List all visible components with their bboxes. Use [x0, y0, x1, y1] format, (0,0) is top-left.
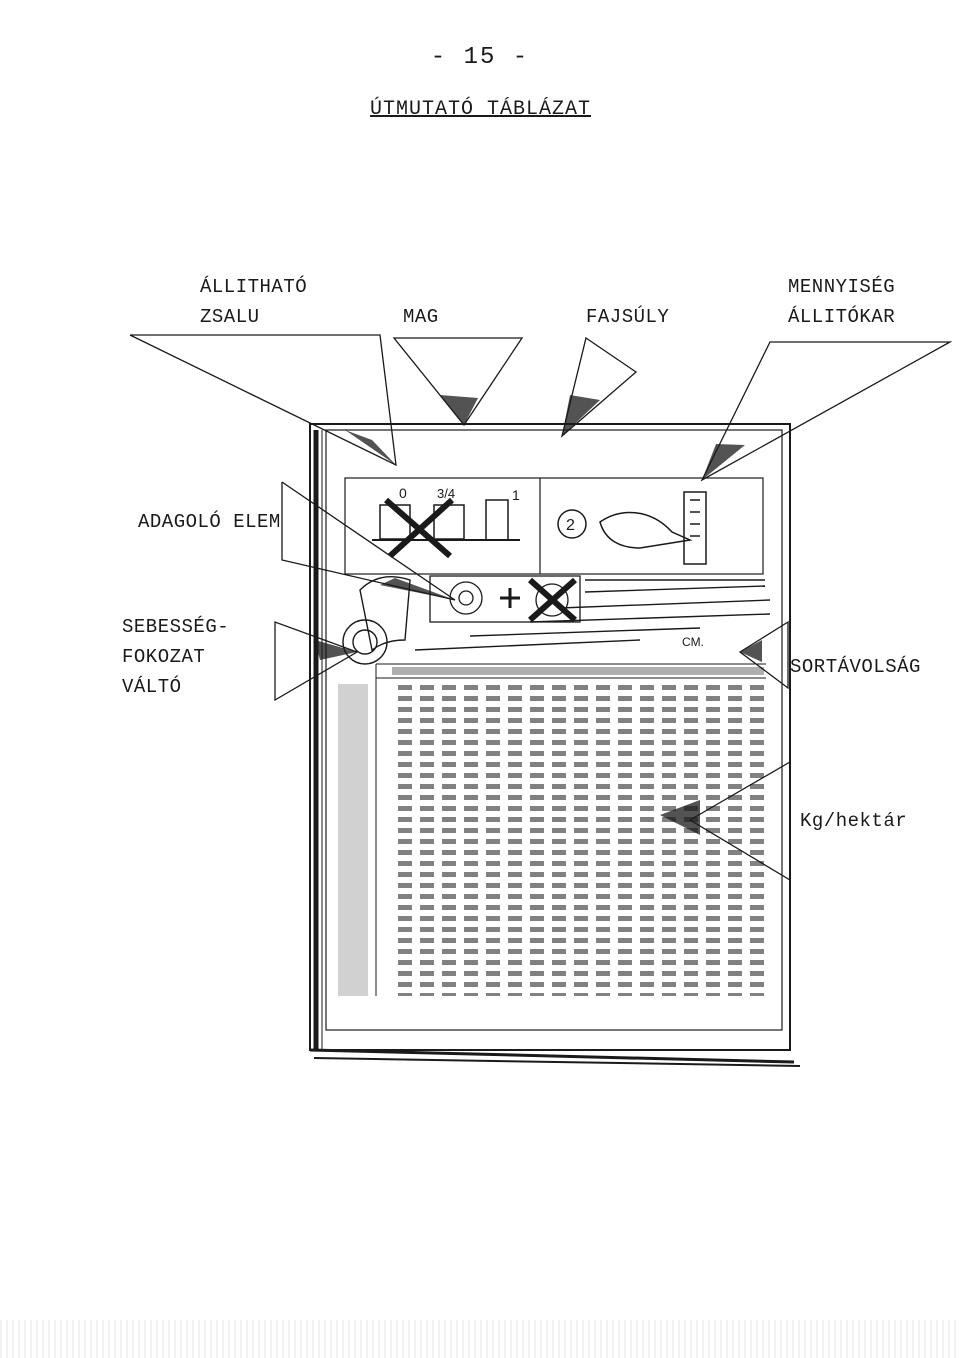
label-seed: MAG: [403, 306, 439, 328]
page-number: - 15 -: [430, 44, 530, 71]
flap-position-0: 0: [399, 485, 407, 501]
table-body-texture: [390, 684, 766, 996]
table-side-texture: [338, 684, 368, 996]
step-marker-2: 2: [566, 517, 575, 534]
seed-rows: [414, 579, 771, 651]
label-specific-weight: FAJSÚLY: [586, 306, 670, 328]
pointer-quantity-lever: [700, 341, 953, 482]
flap-illustration: [372, 497, 520, 559]
label-metering-element: ADAGOLÓ ELEM: [138, 511, 281, 533]
metering-roller-panel: [429, 575, 581, 623]
label-gear-selector: SEBESSÉG- FOKOZAT VÁLTÓ: [122, 616, 230, 698]
pointer-adjustable-flap: [129, 334, 397, 467]
rate-table: [338, 663, 766, 996]
label-kg-per-hectare: Kg/hektár: [800, 810, 908, 832]
unit-cm: CM.: [682, 635, 704, 649]
pointer-row-spacing: [738, 620, 789, 690]
label-adjustable-flap: ÁLLITHATÓ ZSALU: [200, 276, 308, 328]
pointer-seed: [392, 337, 524, 427]
booklet-outer: [309, 423, 791, 1051]
page-title: ÚTMUTATÓ TÁBLÁZAT: [370, 98, 592, 121]
scan-noise: [0, 1320, 960, 1358]
flap-position-1: 1: [512, 487, 520, 503]
gear-wheel: [342, 576, 411, 665]
flap-position-3-4: 3/4: [437, 486, 455, 501]
pointer-specific-weight: [560, 336, 638, 438]
label-row-spacing: SORTÁVOLSÁG: [790, 656, 921, 678]
booklet: [309, 423, 801, 1067]
pointer-metering-element: [281, 481, 456, 601]
lever-illustration: [557, 491, 707, 565]
label-quantity-lever: MENNYISÉG ÁLLITÓKAR: [788, 276, 896, 328]
illustration-panels: [344, 477, 764, 575]
inner-panel: [325, 429, 783, 1031]
table-header-texture: [392, 667, 764, 675]
